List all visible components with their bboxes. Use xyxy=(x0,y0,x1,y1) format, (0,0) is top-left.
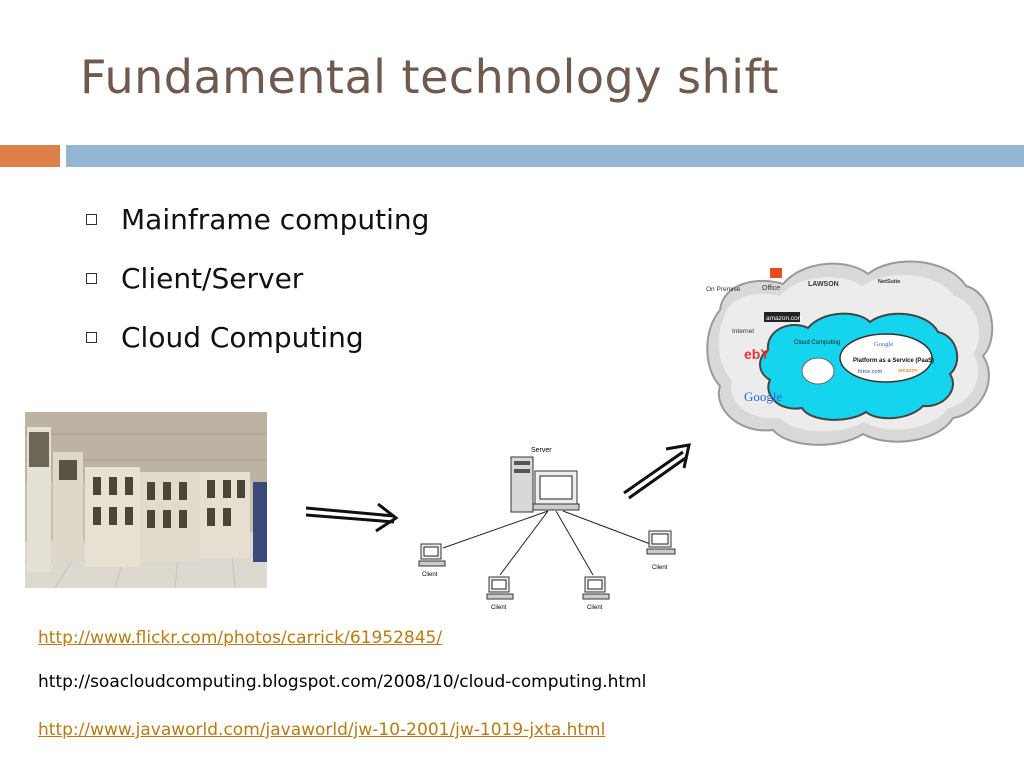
bullet-text: Cloud Computing xyxy=(121,321,364,354)
force-logo: force.com xyxy=(858,369,883,375)
bullet-item: Mainframe computing xyxy=(80,190,429,249)
ebay-logo: ebY xyxy=(744,346,770,362)
bullet-box-icon xyxy=(86,273,97,284)
server-label: Server xyxy=(531,447,552,454)
google-logo: Google xyxy=(744,389,783,404)
cloud-computing-label: Cloud Computing xyxy=(794,340,840,346)
client-server-diagram: Server Client Client Client Client xyxy=(403,445,688,613)
lawson-logo: LAWSON xyxy=(808,281,839,288)
google-small-logo: Google xyxy=(874,341,893,348)
client-label: Client xyxy=(422,572,438,578)
internet-label: Internet xyxy=(732,328,754,335)
client-computer-icon: Client xyxy=(582,576,610,611)
client-computer-icon: Client xyxy=(646,530,676,571)
amazon-logo-bg xyxy=(764,312,800,322)
office-logo: Office xyxy=(762,285,780,292)
amazon-small-logo: amazon xyxy=(898,368,918,374)
bullet-box-icon xyxy=(86,214,97,225)
client-computer-icon: Client xyxy=(418,543,446,578)
netsuite-logo: NetSuite xyxy=(878,279,900,285)
bullet-list: Mainframe computing Client/Server Cloud … xyxy=(80,190,429,367)
bullet-item: Cloud Computing xyxy=(80,308,429,367)
accent-bar-orange xyxy=(0,145,60,167)
on-premise-label: On Premise xyxy=(706,286,741,293)
bullet-text: Mainframe computing xyxy=(121,203,430,236)
flickr-link[interactable]: http://www.flickr.com/photos/carrick/619… xyxy=(38,628,443,648)
client-label: Client xyxy=(587,605,603,611)
cloud-computing-diagram: On Premise Internet Cloud Computing Plat… xyxy=(698,238,998,460)
javaworld-link[interactable]: http://www.javaworld.com/javaworld/jw-10… xyxy=(38,720,606,740)
paas-label: Platform as a Service (PaaS) xyxy=(853,358,934,364)
bullet-box-icon xyxy=(86,332,97,343)
accent-bar-blue xyxy=(66,145,1024,167)
arrow-up-right-icon xyxy=(623,443,691,500)
amazon-logo: amazon.com xyxy=(766,315,803,322)
soa-source-text: http://soacloudcomputing.blogspot.com/20… xyxy=(38,672,647,692)
client-computer-icon: Client xyxy=(486,576,514,611)
bullet-item: Client/Server xyxy=(80,249,429,308)
slide-title: Fundamental technology shift xyxy=(80,50,779,104)
office-logo-icon xyxy=(770,268,782,278)
bullet-text: Client/Server xyxy=(121,262,304,295)
client-label: Client xyxy=(491,605,507,611)
client-label: Client xyxy=(652,565,668,571)
mainframe-photo xyxy=(25,412,267,588)
arrow-right-icon xyxy=(305,502,399,533)
